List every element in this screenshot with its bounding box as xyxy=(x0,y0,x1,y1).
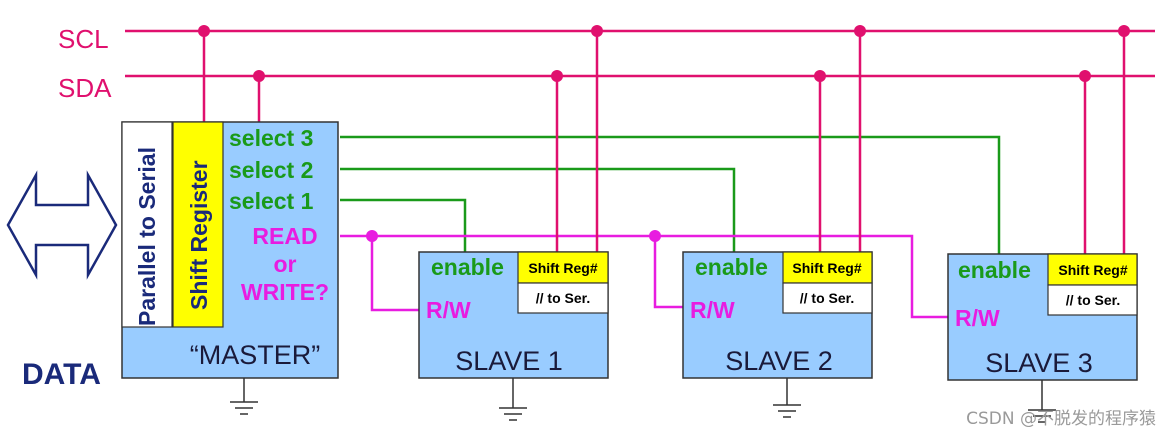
rw-junction-1 xyxy=(366,230,378,242)
slave1-scl-node xyxy=(591,25,603,37)
slave1-enable-label: enable xyxy=(431,254,504,280)
or-label: or xyxy=(274,251,297,277)
shift-register-label: Shift Register xyxy=(186,160,212,310)
data-label: DATA xyxy=(22,358,101,391)
slave3-ground-icon xyxy=(1028,380,1056,423)
select2-label: select 2 xyxy=(229,157,313,183)
slave2-scl-node xyxy=(854,25,866,37)
rw-junction-2 xyxy=(649,230,661,242)
slave3-title: SLAVE 3 xyxy=(985,348,1093,378)
slave2-enable-label: enable xyxy=(695,254,768,280)
select1-label: select 1 xyxy=(229,188,314,214)
slave3-to-ser xyxy=(1047,284,1138,316)
slave2-ground-icon xyxy=(773,378,801,418)
slave2-box: Shift Reg# // to Ser. enable R/W SLAVE 2 xyxy=(682,251,873,379)
slave2-reg-label: Shift Reg# xyxy=(792,260,861,276)
slave3-enable-label: enable xyxy=(958,257,1031,283)
master-title: “MASTER” xyxy=(190,340,321,370)
sda-label: SDA xyxy=(58,73,112,103)
slave1-ser-label: // to Ser. xyxy=(536,290,590,306)
data-arrow-icon xyxy=(6,170,118,280)
rw-wire-main xyxy=(340,234,948,319)
select3-wire xyxy=(340,135,1001,254)
watermark: CSDN @不脱发的程序猿 xyxy=(966,409,1156,429)
slave2-title: SLAVE 2 xyxy=(725,346,833,376)
shift-register-panel xyxy=(172,121,224,328)
write-label: WRITE? xyxy=(241,279,329,305)
rw-wire-slave1 xyxy=(370,236,419,312)
parallel-to-serial-panel xyxy=(121,121,173,328)
parallel-to-serial-label: Parallel to Serial xyxy=(134,147,160,326)
slave3-scl-node xyxy=(1118,25,1130,37)
select1-wire xyxy=(340,198,467,252)
slave3-box: Shift Reg# // to Ser. enable R/W SLAVE 3 xyxy=(947,253,1138,381)
read-label: READ xyxy=(252,223,317,249)
scl-label: SCL xyxy=(58,24,109,54)
slave1-sda-node xyxy=(551,70,563,82)
slave1-shift-reg xyxy=(517,251,609,284)
slave3-rw-label: R/W xyxy=(955,305,1000,331)
master-sda-node xyxy=(253,70,265,82)
slave1-box: Shift Reg# // to Ser. enable R/W SLAVE 1 xyxy=(418,251,609,379)
master-ground-icon xyxy=(230,378,258,415)
slave2-ser-label: // to Ser. xyxy=(800,290,854,306)
slave3-ser-label: // to Ser. xyxy=(1066,292,1120,308)
slave3-reg-label: Shift Reg# xyxy=(1058,262,1127,278)
slave1-rw-label: R/W xyxy=(426,297,471,323)
slave1-reg-label: Shift Reg# xyxy=(528,260,597,276)
slave2-sda-node xyxy=(814,70,826,82)
slave2-to-ser xyxy=(782,282,873,314)
slave1-to-ser xyxy=(517,282,609,314)
master-scl-node xyxy=(198,25,210,37)
select2-wire xyxy=(340,167,736,252)
rw-wire-slave2 xyxy=(653,236,683,309)
slave1-title: SLAVE 1 xyxy=(455,346,563,376)
slave1-ground-icon xyxy=(499,378,527,421)
select3-label: select 3 xyxy=(229,125,313,151)
slave2-rw-label: R/W xyxy=(690,297,735,323)
slave3-sda-node xyxy=(1079,70,1091,82)
